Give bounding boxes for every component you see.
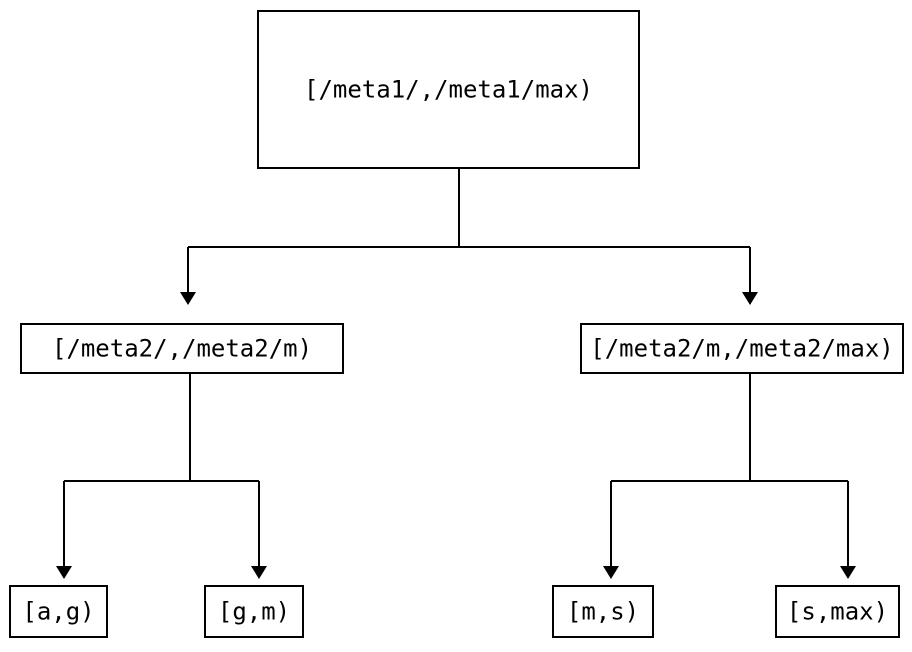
node-label-mid-right: [/meta2/m,/meta2/max)	[590, 335, 893, 363]
node-label-leaf-smax: [s,max)	[787, 598, 888, 626]
arrow-mid-left-icon	[180, 292, 196, 305]
node-box-mid-right	[579, 322, 905, 375]
arrow-leaf-smax-icon	[840, 566, 856, 579]
nodes-layer: [/meta1/,/meta1/max) [/meta2/,/meta2/m) [/…	[8, 9, 905, 639]
arrow-leaf-ms-icon	[603, 566, 619, 579]
tree-node-leaf-gm[interactable]: [g,m)	[203, 584, 305, 639]
node-box-leaf-ms	[551, 584, 655, 639]
node-label-leaf-gm: [g,m)	[218, 598, 290, 626]
tree-node-mid-right[interactable]: [/meta2/m,/meta2/max)	[579, 322, 905, 375]
node-box-leaf-gm	[203, 584, 305, 639]
arrow-leaf-gm-icon	[251, 566, 267, 579]
node-box-mid-left	[19, 322, 345, 375]
arrow-mid-right-icon	[742, 292, 758, 305]
edges-layer	[56, 168, 856, 579]
tree-node-leaf-smax[interactable]: [s,max)	[774, 584, 901, 639]
arrow-leaf-ag-icon	[56, 566, 72, 579]
node-label-leaf-ms: [m,s)	[567, 598, 639, 626]
node-box-leaf-ag	[8, 584, 109, 639]
tree-node-leaf-ms[interactable]: [m,s)	[551, 584, 655, 639]
tree-node-root[interactable]: [/meta1/,/meta1/max)	[256, 9, 641, 170]
node-label-root: [/meta1/,/meta1/max)	[304, 76, 593, 104]
tree-node-mid-left[interactable]: [/meta2/,/meta2/m)	[19, 322, 345, 375]
node-box-root	[256, 9, 641, 170]
node-label-leaf-ag: [a,g)	[22, 598, 94, 626]
node-box-leaf-smax	[774, 584, 901, 639]
node-label-mid-left: [/meta2/,/meta2/m)	[52, 335, 312, 363]
tree-node-leaf-ag[interactable]: [a,g)	[8, 584, 109, 639]
